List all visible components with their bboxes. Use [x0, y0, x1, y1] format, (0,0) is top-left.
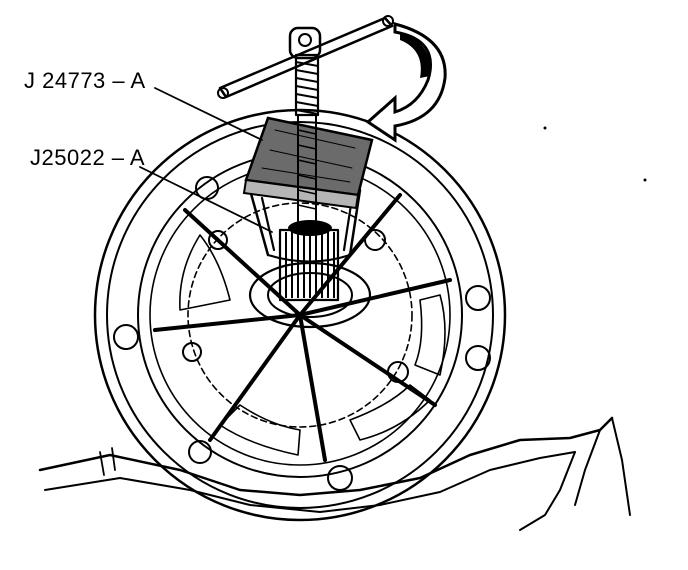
t-handle	[217, 15, 394, 99]
tool-label-j25022a: J25022 – A	[30, 145, 146, 170]
tool-label-j24773a: J 24773 – A	[24, 68, 146, 93]
transmission-case	[38, 416, 631, 531]
puller-plate	[242, 116, 374, 210]
curved-arrow-icon	[365, 22, 447, 143]
flange-bolts	[113, 176, 491, 491]
leader-lines	[139, 87, 273, 233]
speck	[643, 178, 647, 182]
input-shaft-hub	[248, 220, 372, 329]
speck	[543, 126, 547, 130]
forcing-screw	[288, 26, 322, 226]
